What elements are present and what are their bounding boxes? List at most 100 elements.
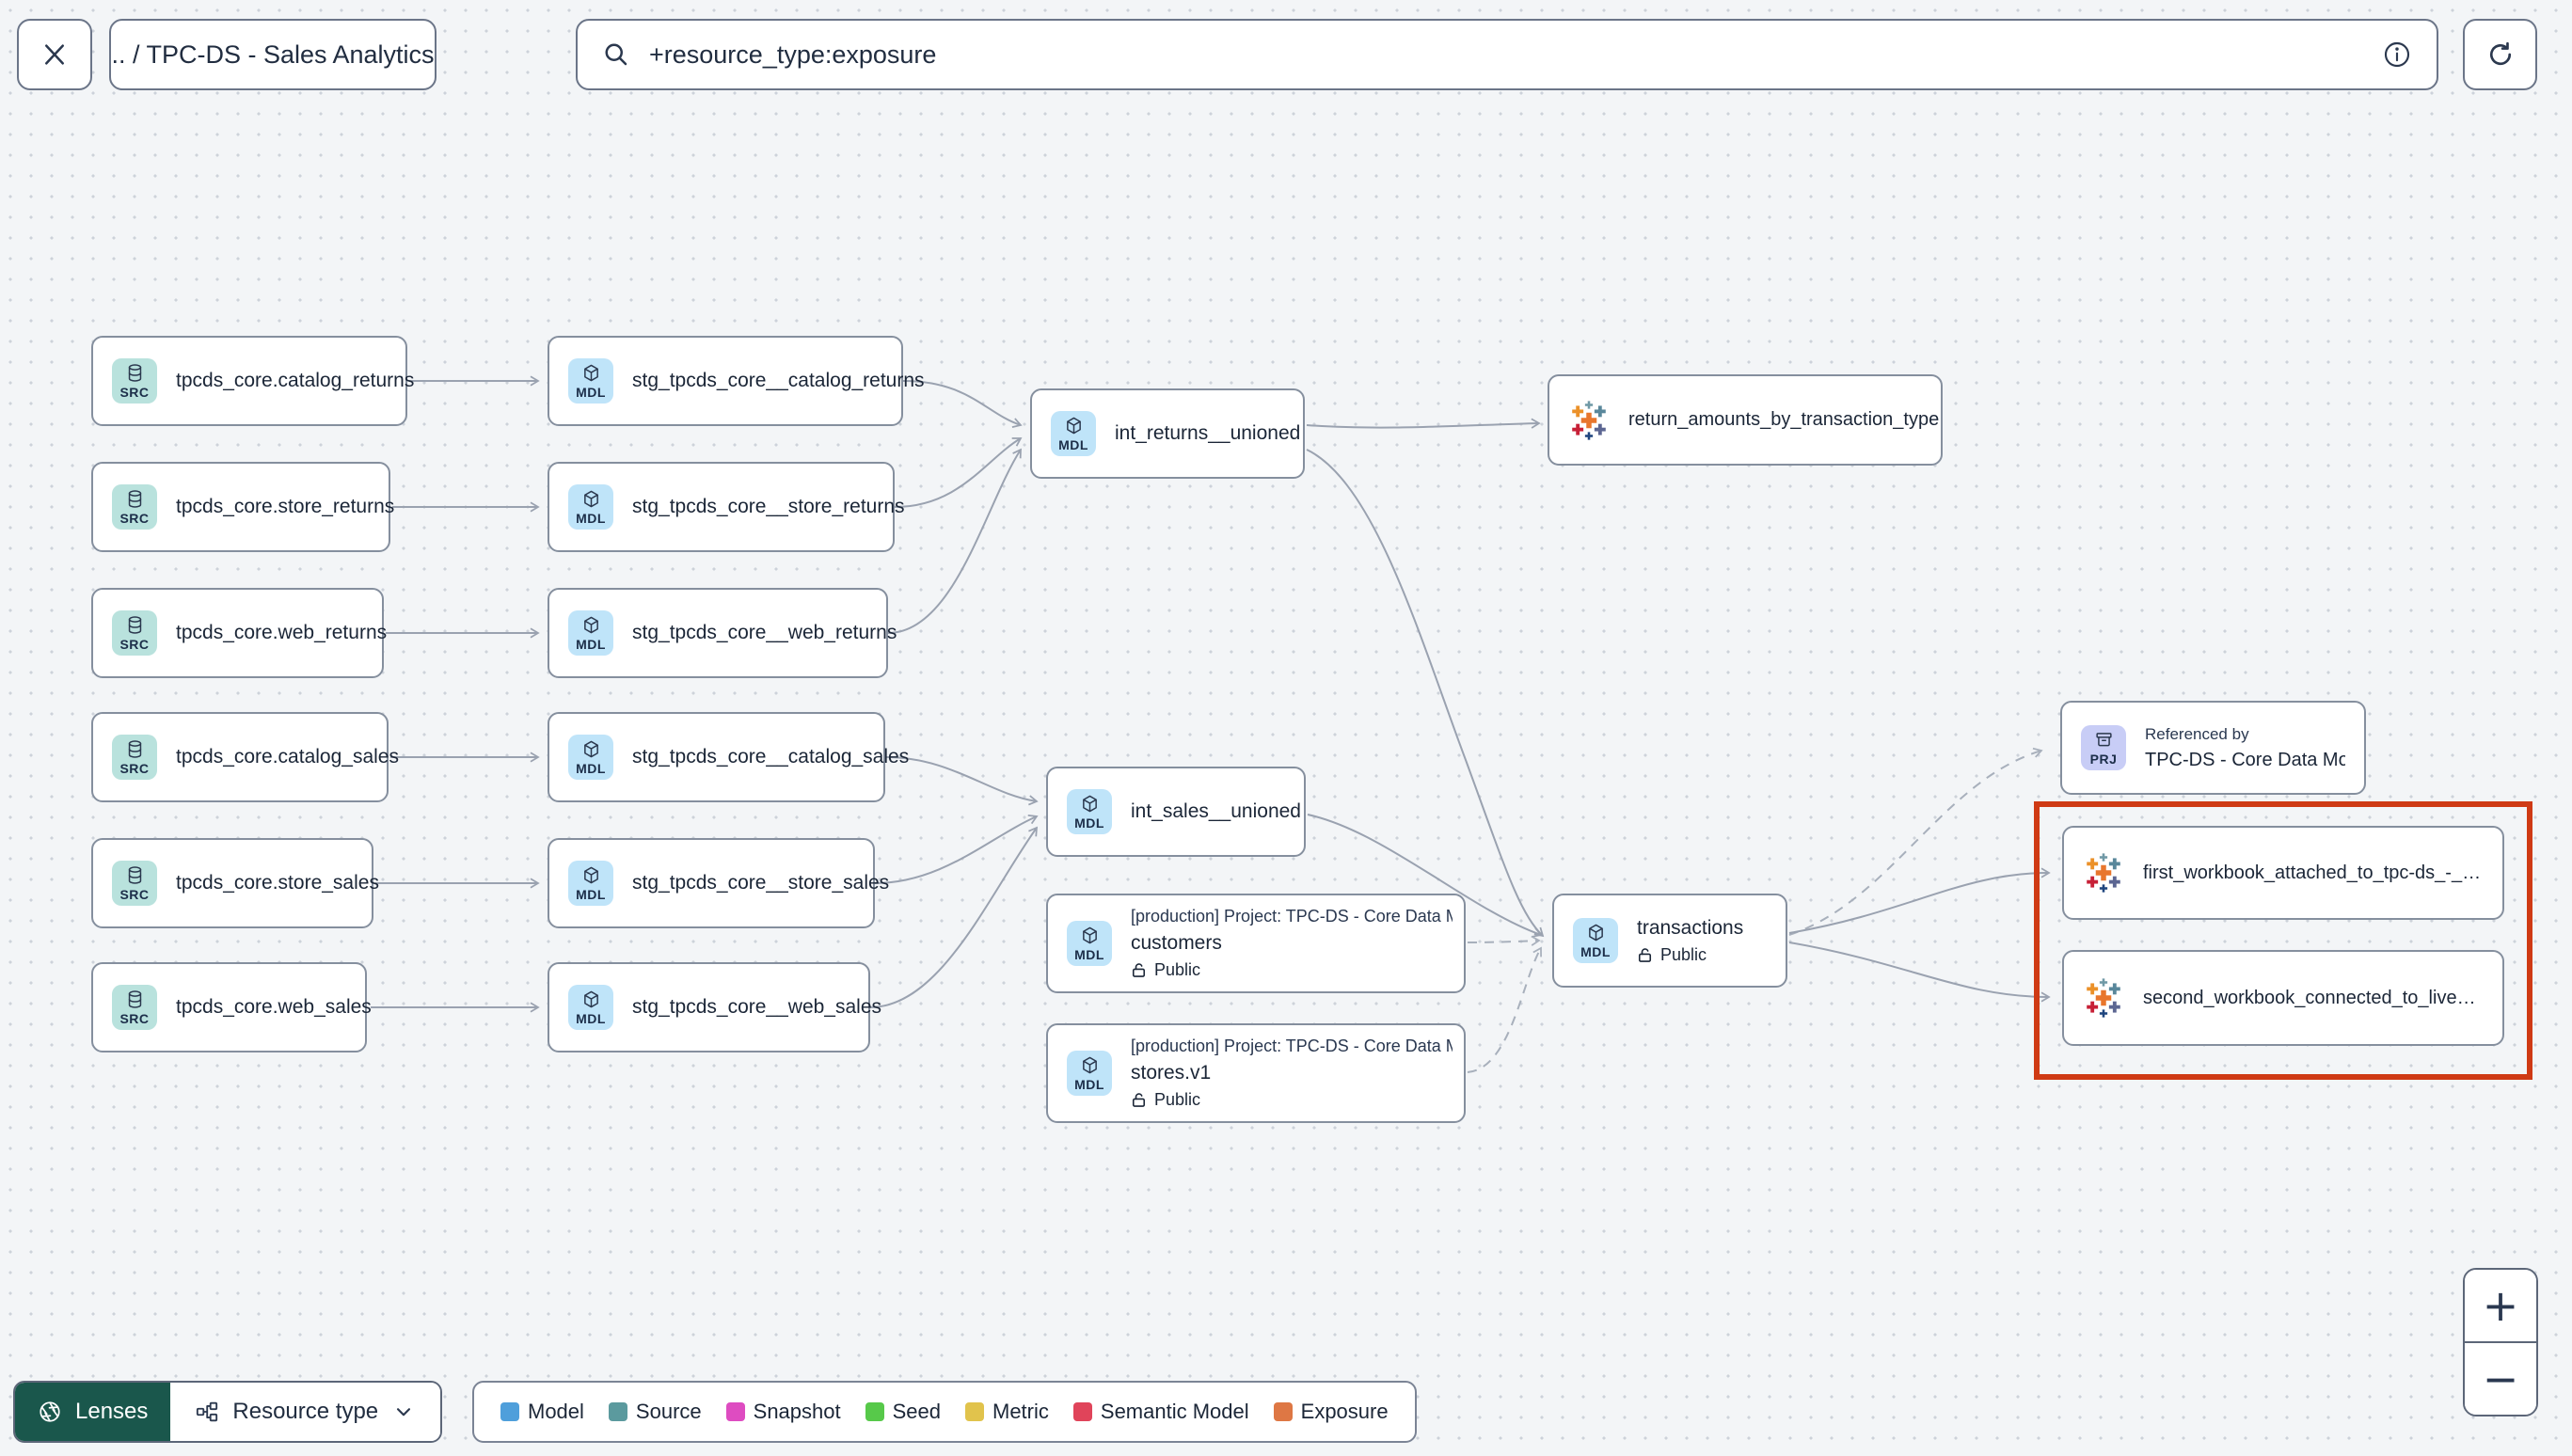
lenses-label: Lenses (75, 1399, 149, 1424)
close-button[interactable] (17, 19, 92, 90)
lock-open-icon (1131, 1092, 1147, 1108)
node-model-stores-v1[interactable]: MDL [production] Project: TPC-DS - Core … (1046, 1023, 1466, 1123)
node-model-int-sales-unioned[interactable]: MDL int_sales__unioned (1046, 767, 1306, 857)
model-badge: MDL (1067, 789, 1112, 834)
database-icon (125, 363, 145, 383)
node-model-stg-store-sales[interactable]: MDL stg_tpcds_core__store_sales (548, 838, 889, 928)
source-badge: SRC (112, 735, 157, 780)
node-source-tpcds-core-web-sales[interactable]: SRC tpcds_core.web_sales (91, 962, 372, 1052)
legend-item-metric: Metric (965, 1400, 1049, 1424)
database-icon (125, 615, 145, 635)
node-model-stg-catalog-returns[interactable]: MDL stg_tpcds_core__catalog_returns (548, 336, 925, 426)
source-badge: SRC (112, 861, 157, 906)
cube-icon (581, 363, 601, 383)
resource-type-legend: Model Source Snapshot Seed Metric Semant… (472, 1381, 1417, 1443)
referenced-by-caption: Referenced by (2145, 724, 2249, 743)
cube-icon (581, 615, 601, 635)
aperture-icon (40, 1401, 60, 1422)
node-source-tpcds-core-store-returns[interactable]: SRC tpcds_core.store_returns (91, 462, 394, 552)
cube-icon (581, 989, 601, 1009)
legend-item-seed: Seed (865, 1400, 941, 1424)
model-badge: MDL (568, 484, 613, 530)
legend-item-semantic-model: Semantic Model (1072, 1400, 1249, 1424)
resource-type-dropdown[interactable]: Resource type (170, 1383, 441, 1441)
refresh-button[interactable] (2463, 19, 2537, 90)
model-badge: MDL (568, 610, 613, 656)
visibility-badge: Public (1131, 960, 1453, 980)
lock-open-icon (1637, 947, 1653, 963)
project-badge: PRJ (2081, 725, 2126, 770)
metric-swatch (965, 1402, 984, 1421)
chevron-down-icon (397, 1408, 411, 1416)
model-badge: MDL (568, 735, 613, 780)
source-swatch (608, 1402, 627, 1421)
model-badge: MDL (568, 861, 613, 906)
database-icon (125, 489, 145, 509)
refresh-icon (2489, 41, 2511, 66)
node-model-stg-web-sales[interactable]: MDL stg_tpcds_core__web_sales (548, 962, 881, 1052)
breadcrumb-label: .. / TPC-DS - Sales Analytics (111, 40, 435, 69)
model-badge: MDL (1051, 411, 1096, 456)
cube-icon (1080, 926, 1100, 945)
search-bar[interactable] (576, 19, 2438, 90)
node-model-int-returns-unioned[interactable]: MDL int_returns__unioned (1030, 388, 1305, 479)
lock-open-icon (1131, 962, 1147, 978)
info-icon[interactable] (2382, 40, 2412, 70)
source-badge: SRC (112, 358, 157, 404)
legend-item-model: Model (500, 1400, 584, 1424)
archive-icon (2094, 730, 2114, 750)
snapshot-swatch (725, 1402, 745, 1421)
cube-icon (581, 739, 601, 759)
node-project-referenced-by[interactable]: PRJ Referenced by TPC-DS - Core Data Mod… (2060, 701, 2366, 795)
zoom-out-button[interactable]: − (2465, 1341, 2536, 1415)
search-input[interactable] (649, 40, 2363, 70)
model-badge: MDL (568, 358, 613, 404)
visibility-badge: Public (1131, 1090, 1453, 1110)
cube-icon (1064, 416, 1084, 435)
legend-item-source: Source (608, 1400, 702, 1424)
resource-type-label: Resource type (232, 1399, 379, 1424)
project-line: [production] Project: TPC-DS - Core Data… (1131, 1037, 1453, 1055)
model-swatch (500, 1402, 519, 1421)
database-icon (125, 989, 145, 1009)
visibility-badge: Public (1637, 945, 1743, 965)
model-badge: MDL (568, 985, 613, 1030)
model-badge: MDL (1573, 918, 1618, 963)
model-badge: MDL (1067, 1051, 1112, 1096)
source-badge: SRC (112, 484, 157, 530)
lens-filter-group: Lenses Resource type (13, 1381, 443, 1443)
node-model-stg-web-returns[interactable]: MDL stg_tpcds_core__web_returns (548, 588, 897, 678)
node-exposure-second-workbook[interactable]: second_workbook_connected_to_live… (2062, 950, 2504, 1046)
node-model-stg-catalog-sales[interactable]: MDL stg_tpcds_core__catalog_sales (548, 712, 909, 802)
legend-item-snapshot: Snapshot (725, 1400, 841, 1424)
node-model-customers[interactable]: MDL [production] Project: TPC-DS - Core … (1046, 894, 1466, 993)
org-chart-icon (197, 1401, 218, 1422)
node-source-tpcds-core-web-returns[interactable]: SRC tpcds_core.web_returns (91, 588, 387, 678)
legend-item-exposure: Exposure (1273, 1400, 1389, 1424)
source-badge: SRC (112, 610, 157, 656)
cube-icon (581, 489, 601, 509)
breadcrumb[interactable]: .. / TPC-DS - Sales Analytics (109, 19, 437, 90)
close-icon (45, 44, 64, 65)
node-source-tpcds-core-catalog-returns[interactable]: SRC tpcds_core.catalog_returns (91, 336, 414, 426)
exposure-swatch (1273, 1402, 1293, 1421)
search-icon (605, 43, 627, 66)
project-line: [production] Project: TPC-DS - Core Data… (1131, 907, 1453, 926)
node-source-tpcds-core-catalog-sales[interactable]: SRC tpcds_core.catalog_sales (91, 712, 399, 802)
tableau-icon (2083, 852, 2124, 894)
node-exposure-first-workbook[interactable]: first_workbook_attached_to_tpc-ds_-_… (2062, 826, 2504, 920)
node-exposure-return-amounts-by-transaction-type[interactable]: return_amounts_by_transaction_type (1548, 374, 1943, 466)
node-source-tpcds-core-store-sales[interactable]: SRC tpcds_core.store_sales (91, 838, 379, 928)
seed-swatch (865, 1402, 884, 1421)
tableau-icon (2083, 977, 2124, 1019)
tableau-icon (1568, 400, 1610, 441)
cube-icon (581, 865, 601, 885)
lenses-button[interactable]: Lenses (15, 1383, 171, 1441)
node-model-transactions[interactable]: MDL transactions Public (1552, 894, 1787, 988)
semantic-model-swatch (1072, 1402, 1092, 1421)
database-icon (125, 865, 145, 885)
node-model-stg-store-returns[interactable]: MDL stg_tpcds_core__store_returns (548, 462, 905, 552)
zoom-in-button[interactable]: + (2465, 1270, 2536, 1341)
